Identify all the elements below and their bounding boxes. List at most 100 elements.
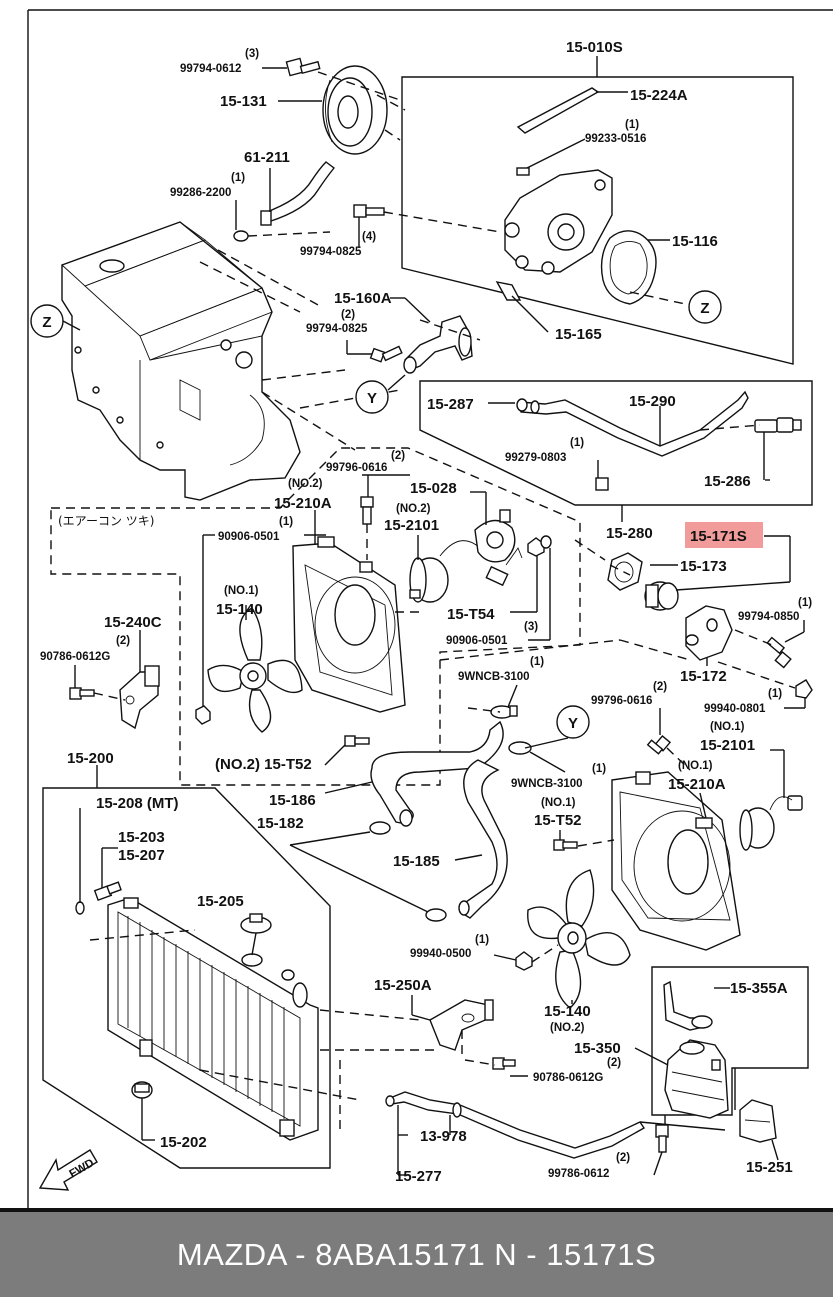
pulley-bolt bbox=[285, 57, 321, 77]
clamp-9wncb-b bbox=[508, 741, 532, 755]
clamp-15-182 bbox=[369, 821, 447, 922]
label-99794-0850-qty: (1) bbox=[798, 597, 812, 609]
label-15-T52-b: 15-T52 bbox=[534, 812, 582, 829]
label-99940-0500: 99940-0500 bbox=[410, 948, 471, 960]
label-15-140-a: 15-140 bbox=[216, 601, 263, 618]
label-15-186: 15-186 bbox=[269, 792, 316, 809]
label-15-207: 15-207 bbox=[118, 847, 165, 864]
label-15-250A: 15-250A bbox=[374, 977, 432, 994]
label-15-173: 15-173 bbox=[680, 558, 727, 575]
label-15-131: 15-131 bbox=[220, 93, 267, 110]
sender-unit bbox=[754, 417, 802, 433]
thermostat-housing bbox=[685, 605, 733, 661]
labels: 15-010S 15-224A (1) 99233-0516 15-116 15… bbox=[40, 39, 812, 1185]
footer-bar: MAZDA - 8ABA15171 N - 15171S bbox=[0, 1212, 833, 1297]
label-99940-0801-qty: (1) bbox=[768, 688, 782, 700]
label-9wncb-3100-b: 9WNCB-3100 bbox=[511, 778, 583, 790]
label-15-210A-b: 15-210A bbox=[668, 776, 726, 793]
drain-plug bbox=[75, 881, 122, 915]
thermostat-outlet bbox=[403, 315, 473, 374]
label-15-355A: 15-355A bbox=[730, 980, 788, 997]
label-99940-0500-qty: (1) bbox=[475, 934, 489, 946]
engine-block bbox=[61, 221, 301, 501]
thermostat-parts bbox=[574, 522, 813, 709]
reservoir-bracket bbox=[739, 1099, 777, 1143]
radiator-box bbox=[42, 765, 331, 1169]
label-99233-qty: (1) bbox=[625, 119, 639, 131]
label-99794-0612: 99794-0612 bbox=[180, 63, 241, 75]
label-15-140-b: 15-140 bbox=[544, 1003, 591, 1020]
label-no1-a: (NO.1) bbox=[224, 585, 259, 597]
label-99233-0516: 99233-0516 bbox=[585, 133, 646, 145]
label-99794-0825-b: 99794-0825 bbox=[306, 323, 368, 335]
label-no1-d: (NO.1) bbox=[541, 797, 576, 809]
label-90906-0501-qty-b: (3) bbox=[524, 621, 538, 633]
label-90906-0501-qty-a: (1) bbox=[279, 516, 293, 528]
label-90786-0612G: 90786-0612G bbox=[40, 651, 110, 663]
ref-y-bottom: Y bbox=[556, 705, 590, 739]
bolt-99786-0612 bbox=[655, 1124, 669, 1153]
label-15-203: 15-203 bbox=[118, 829, 165, 846]
bolt-99794-0825-a bbox=[353, 204, 385, 218]
ref-z-right: Z bbox=[688, 290, 722, 324]
screw-99796-0616-b bbox=[646, 734, 672, 755]
bypass-pipe-box bbox=[419, 380, 813, 522]
upper-hose-15-186 bbox=[370, 720, 504, 827]
label-15-165: 15-165 bbox=[555, 326, 602, 343]
label-15-240C: 15-240C bbox=[104, 614, 162, 631]
pulley bbox=[322, 65, 388, 155]
label-no2-a: (NO.2) bbox=[288, 478, 323, 490]
label-no2-c: (NO.2) bbox=[550, 1022, 585, 1034]
label-15-251: 15-251 bbox=[746, 1159, 793, 1176]
fan-bracket bbox=[474, 509, 516, 563]
water-pump-box bbox=[401, 56, 794, 365]
label-15-T52-a: (NO.2) 15-T52 bbox=[215, 756, 312, 773]
bracket-15-250A bbox=[429, 999, 494, 1051]
label-99786-0612: 99786-0612 bbox=[548, 1168, 609, 1180]
label-99794-0825-a: 99794-0825 bbox=[300, 246, 362, 258]
label-15-160A: 15-160A bbox=[334, 290, 392, 307]
label-99796-0616-b: 99796-0616 bbox=[591, 695, 652, 707]
svg-text:Z: Z bbox=[700, 300, 709, 317]
ref-y-top: Y bbox=[355, 380, 389, 414]
label-99796-0616-qty-a: (2) bbox=[391, 450, 405, 462]
label-15-010S: 15-010S bbox=[566, 39, 623, 56]
label-99796-0616-qty-b: (2) bbox=[653, 681, 667, 693]
label-90786-0612G-qty-b: (2) bbox=[607, 1057, 621, 1069]
label-9wncb-qty-b: (1) bbox=[592, 763, 606, 775]
bolt-99794-0825-b bbox=[369, 345, 403, 363]
label-9wncb-3100-a: 9WNCB-3100 bbox=[458, 671, 530, 683]
label-99286-2200: 99286-2200 bbox=[170, 187, 231, 199]
label-15-286: 15-286 bbox=[704, 473, 751, 490]
label-15-290: 15-290 bbox=[629, 393, 676, 410]
label-15-208: 15-208 (MT) bbox=[96, 795, 179, 812]
fan-shroud-no2 bbox=[292, 536, 406, 713]
bolt-90786-0612G-b bbox=[492, 1057, 516, 1070]
label-15-172: 15-172 bbox=[680, 668, 727, 685]
label-15-171S: 15-171S bbox=[690, 528, 747, 545]
label-99286-qty: (1) bbox=[231, 172, 245, 184]
svg-text:Y: Y bbox=[367, 390, 377, 407]
label-99794-0612-qty: (3) bbox=[245, 48, 259, 60]
pump-gasket bbox=[600, 230, 657, 305]
coolant-reservoir bbox=[664, 1039, 729, 1119]
svg-text:Z: Z bbox=[42, 314, 51, 331]
label-15-210A-a: 15-210A bbox=[274, 495, 332, 512]
svg-text:Y: Y bbox=[568, 715, 578, 732]
label-99794-0850: 99794-0850 bbox=[738, 611, 799, 623]
label-90906-0501-b: 90906-0501 bbox=[446, 635, 508, 647]
label-15-T54: 15-T54 bbox=[447, 606, 495, 623]
ref-z-left: Z bbox=[30, 304, 64, 338]
bracket-15-240C bbox=[119, 665, 160, 730]
lower-hose-15-185 bbox=[458, 759, 508, 919]
label-99279-0803: 99279-0803 bbox=[505, 452, 566, 464]
label-aircon-note: (エアーコン ツキ) bbox=[58, 514, 154, 528]
label-99940-0801: 99940-0801 bbox=[704, 703, 766, 715]
fan-motor-no2 bbox=[409, 540, 481, 603]
label-90906-0501-a: 90906-0501 bbox=[218, 531, 280, 543]
label-15-350: 15-350 bbox=[574, 1040, 621, 1057]
label-15-202: 15-202 bbox=[160, 1134, 207, 1151]
label-15-280: 15-280 bbox=[606, 525, 653, 542]
fan-blade-no2 bbox=[527, 869, 631, 1009]
